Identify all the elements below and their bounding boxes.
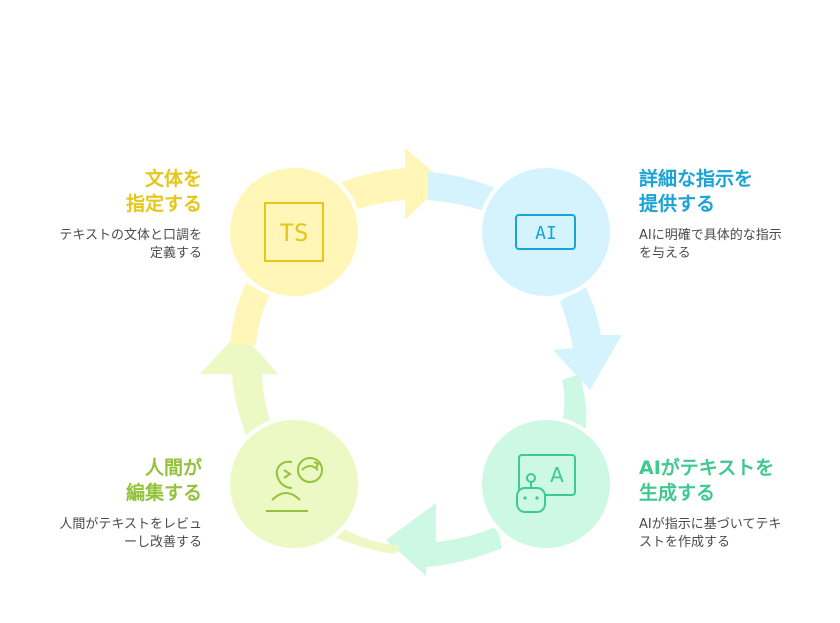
step-generate-description: AIが指示に基づいてテキ ストを作成する xyxy=(639,517,782,550)
step-generate-title: AIがテキストを 生成する xyxy=(639,457,775,504)
arrow-style-to-instructions xyxy=(340,148,445,220)
step-instructions-description: AIに明確で具体的な指示 を与える xyxy=(639,228,782,261)
arrow-tail-top xyxy=(428,172,495,212)
human-review-icon xyxy=(266,457,323,512)
ts-icon: TS xyxy=(264,202,324,262)
robot-writing-icon: A xyxy=(516,454,576,513)
arrow-edit-to-style xyxy=(200,331,278,436)
arrow-instructions-to-generate xyxy=(553,283,622,390)
arrow-generate-to-edit xyxy=(386,503,502,576)
step-circle-instructions xyxy=(478,164,614,300)
step-instructions-title: 詳細な指示を 提供する xyxy=(639,168,754,215)
step-style-title: 文体を 指定する xyxy=(125,168,202,215)
step-circle-generate xyxy=(478,416,614,552)
step-style-description: テキストの文体と口調を 定義する xyxy=(59,228,202,261)
robot-writing-icon-label: A xyxy=(550,463,564,487)
step-circle-edit xyxy=(226,416,362,552)
step-edit-description: 人間がテキストをレビュ ーし改善する xyxy=(59,517,202,550)
arrow-tail-left xyxy=(230,283,270,345)
step-circle-style xyxy=(226,164,362,300)
arrow-tail-bottom xyxy=(335,528,400,554)
ts-icon-label: TS xyxy=(280,219,309,247)
ai-chip-icon-label: AI xyxy=(535,223,557,244)
step-edit-title: 人間が 編集する xyxy=(125,457,202,504)
ai-chip-icon: AI xyxy=(515,214,576,250)
